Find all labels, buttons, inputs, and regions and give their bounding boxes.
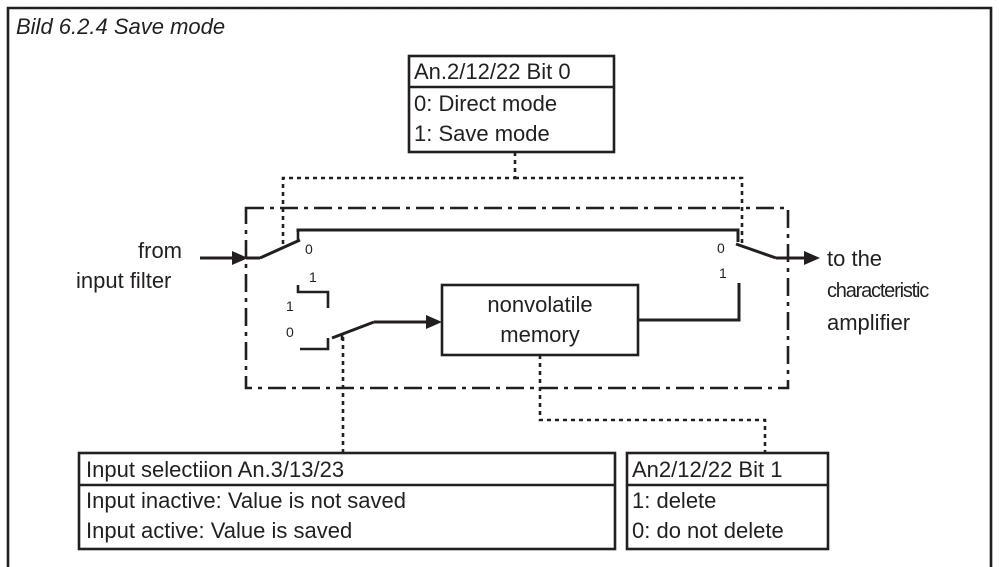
- delete-box-frame: [625, 451, 830, 551]
- memory-output-line: [638, 283, 741, 322]
- input-arrow-head: [232, 251, 248, 265]
- output-switch-label-1: 1: [719, 265, 727, 281]
- memory-label-line2: memory: [500, 322, 579, 347]
- mode-box-header: An.2/12/22 Bit 0: [414, 59, 571, 84]
- delete-control-line: [538, 355, 767, 453]
- mode-box-save-mode: 1: Save mode: [414, 121, 550, 146]
- input-label-line2: input filter: [76, 268, 171, 293]
- input-selection-box: Input selectiion An.3/13/23 Input inacti…: [77, 451, 617, 551]
- input-label-line1: from: [138, 238, 182, 263]
- output-label-line3: amplifier: [827, 310, 910, 335]
- mode-control-line-left: [281, 152, 517, 246]
- figure-title: Bild 6.2.4 Save mode: [16, 14, 225, 39]
- output-label-line1: to the: [827, 246, 882, 271]
- memory-input-arrow-head: [426, 315, 442, 329]
- mode-box-direct-mode: 0: Direct mode: [414, 91, 557, 116]
- input-switch-label-0: 0: [305, 241, 313, 257]
- output-switch: 0 1: [717, 240, 820, 281]
- output-label-line2: characteristic: [827, 280, 929, 302]
- save-switch-label-0: 0: [286, 324, 294, 340]
- delete-box-delete: 1: delete: [632, 488, 716, 513]
- delete-box-header: An2/12/22 Bit 1: [632, 457, 782, 482]
- nonvolatile-memory: nonvolatile memory: [440, 283, 640, 357]
- direct-path-line: [296, 228, 740, 242]
- input-switch: 0 1: [246, 230, 330, 308]
- save-switch-label-1: 1: [286, 298, 294, 314]
- input-selection-frame: [77, 451, 617, 551]
- delete-select-box: An2/12/22 Bit 1 1: delete 0: do not dele…: [625, 451, 830, 551]
- input-selection-active: Input active: Value is saved: [86, 518, 352, 543]
- save-switch-blade: [331, 320, 375, 340]
- delete-box-keep: 0: do not delete: [632, 518, 784, 543]
- output-switch-blade: [735, 242, 777, 260]
- figure-frame: [6, 6, 993, 567]
- output-switch-label-0: 0: [717, 240, 725, 256]
- output-arrow-head: [804, 251, 820, 265]
- mode-select-box: An.2/12/22 Bit 0 0: Direct mode 1: Save …: [407, 54, 616, 154]
- input-switch-contact-1: [296, 285, 330, 308]
- switch-unit-enclosure: [244, 206, 790, 390]
- input-selection-inactive: Input inactive: Value is not saved: [86, 488, 406, 513]
- input-selection-header: Input selectiion An.3/13/23: [86, 457, 344, 482]
- mode-control-line-right: [515, 176, 744, 244]
- input-switch-label-1: 1: [309, 269, 317, 285]
- mode-box-frame: [407, 54, 616, 154]
- memory-label-line1: nonvolatile: [487, 292, 592, 317]
- save-switch: 1 0: [286, 298, 442, 351]
- save-switch-contact-0: [300, 338, 330, 351]
- input-switch-blade: [259, 238, 301, 260]
